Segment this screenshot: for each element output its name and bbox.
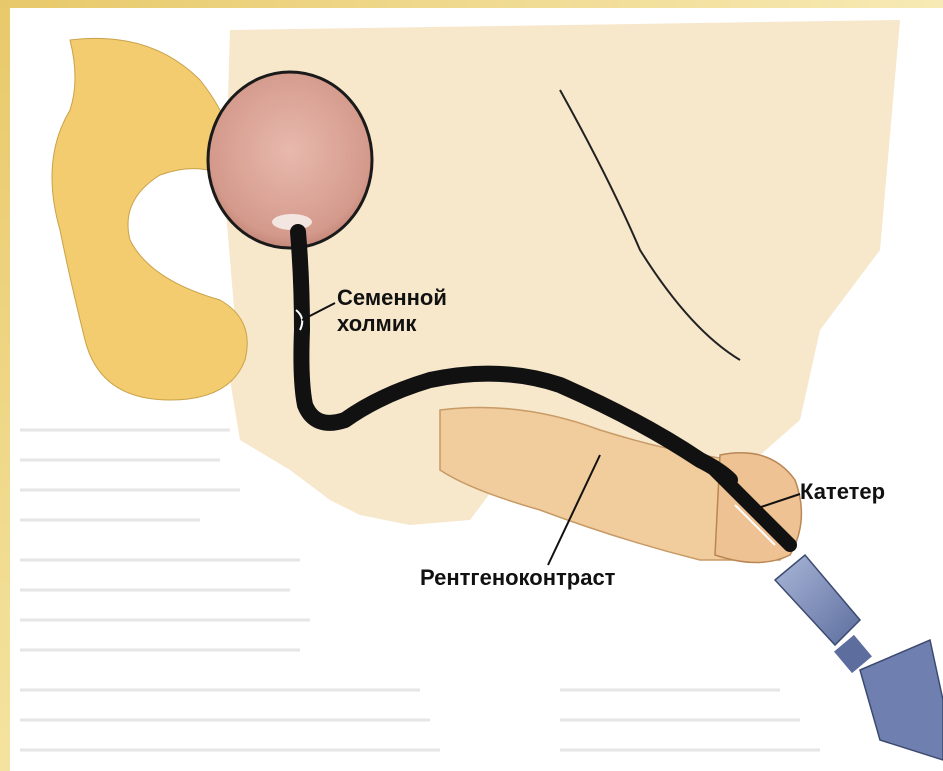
label-seminal-colliculus: Семенной холмик — [337, 285, 447, 338]
label-catheter: Катетер — [800, 479, 885, 505]
syringe-connector — [775, 555, 943, 760]
label-contrast: Рентгеноконтраст — [420, 565, 615, 591]
label-seminal-line1: Семенной — [337, 285, 447, 311]
label-seminal-line2: холмик — [337, 311, 447, 337]
pelvic-bone — [52, 38, 247, 400]
